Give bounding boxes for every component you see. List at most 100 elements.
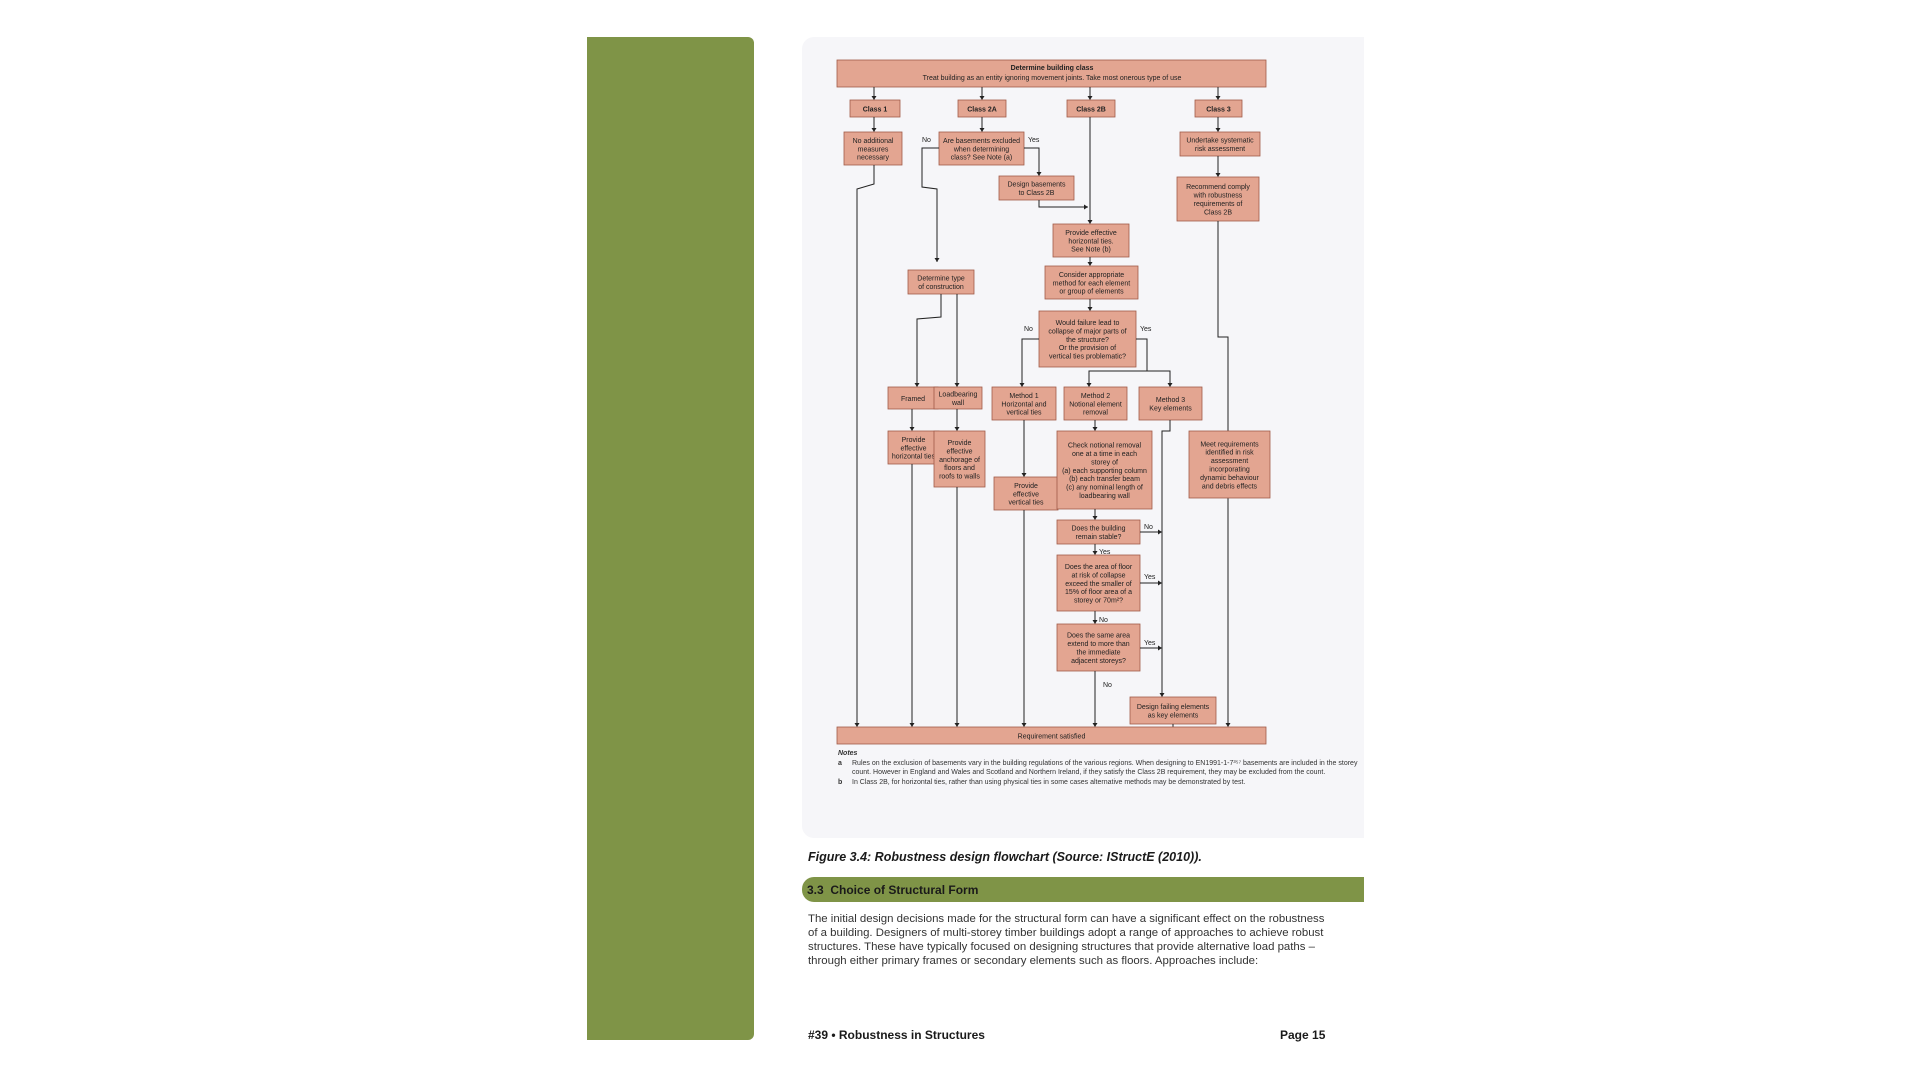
box-method1	[991, 386, 1057, 421]
notes-heading: Notes	[838, 750, 858, 757]
box-provide_anchorage-line: anchorage of	[939, 457, 980, 464]
box-method2-line: removal	[1083, 410, 1108, 417]
box-risk_assess-line: Undertake systematic	[1186, 138, 1254, 145]
box-area_q	[1056, 554, 1141, 612]
arrowhead-class-0	[871, 96, 877, 100]
arrowhead-class-1	[979, 96, 985, 100]
box-provide_anchorage	[933, 430, 986, 488]
box-no_measures-line: measures	[858, 146, 889, 153]
note-b-text: In Class 2B, for horizontal ties, rather…	[852, 778, 1246, 786]
box-provide_anchorage-line: roofs to walls	[939, 474, 980, 481]
box-check_removal-line: (a) each supporting column	[1062, 468, 1147, 475]
label-failure-yes: Yes	[1140, 326, 1152, 333]
arrowhead-c3-down	[1215, 128, 1221, 132]
footer-publication: #39 • Robustness in Structures	[808, 1028, 985, 1042]
box-class1-line: Class 1	[863, 106, 888, 113]
box-no_measures-line: No additional	[853, 138, 894, 145]
label-area-no: No	[1099, 617, 1108, 624]
arrowhead-failure-yes-m3	[1167, 383, 1173, 387]
box-requirement	[836, 726, 1267, 745]
box-consider_method-line: method for each element	[1053, 280, 1130, 287]
box-requirement-line: Requirement satisfied	[1018, 733, 1086, 740]
arrowhead-failure-no-path	[1019, 383, 1025, 387]
connector-tc-to-framed	[916, 294, 942, 387]
arrowhead-c2a-down	[979, 128, 985, 132]
box-recommend-line: requirements of	[1194, 201, 1243, 208]
connector-basements-no-path	[921, 147, 939, 262]
box-area_q-line: storey or 70m²?	[1074, 598, 1123, 605]
box-method1-line: vertical ties	[1006, 410, 1042, 417]
box-type_construction-line: of construction	[918, 284, 964, 291]
box-method1-line: Method 1	[1009, 393, 1038, 400]
box-design_basements-line: Design basements	[1008, 182, 1066, 189]
arrowhead-m2-down	[1092, 427, 1098, 431]
box-class1	[849, 99, 901, 118]
arrowhead-class-2	[1087, 96, 1093, 100]
box-provide_anchorage-line: floors and	[944, 465, 975, 472]
box-failure_q	[1038, 310, 1137, 368]
box-design_basements	[998, 175, 1075, 201]
box-provide_h_ties-line: effective	[901, 445, 927, 452]
arrowhead-framed-down	[909, 427, 915, 431]
connector-basements-yes-path	[1024, 147, 1040, 176]
box-check_removal	[1056, 430, 1153, 510]
box-design_failing-line: Design failing elements	[1137, 704, 1210, 711]
arrowhead-stable-yes-path	[1092, 551, 1098, 555]
box-method3	[1138, 386, 1203, 421]
box-meet_requirements-line: dynamic behaviour	[1200, 475, 1259, 482]
box-horizontal_ties	[1052, 223, 1130, 258]
box-failure_q-line: Or the provision of	[1059, 345, 1116, 352]
section-number: 3.3	[807, 883, 824, 897]
section-header-bar	[802, 877, 1364, 902]
box-area_q-line: at risk of collapse	[1071, 572, 1125, 579]
box-recommend-line: Class 2B	[1204, 209, 1232, 216]
label-area-yes: Yes	[1144, 574, 1156, 581]
box-stable_q-line: Does the building	[1071, 526, 1125, 533]
box-provide_h_ties	[887, 430, 940, 465]
label-failure-no: No	[1024, 326, 1033, 333]
arrowhead-m3-down	[1159, 693, 1165, 697]
connector-m3-down	[1161, 420, 1171, 697]
box-stable_q	[1056, 519, 1141, 545]
label-basements-yes: Yes	[1028, 137, 1040, 144]
figure-notes: Notes a Rules on the exclusion of baseme…	[838, 749, 1358, 787]
box-provide_h_ties-line: horizontal ties	[892, 454, 936, 461]
connector-class3-to-req	[1217, 221, 1229, 727]
box-top	[836, 59, 1267, 88]
box-no_measures	[843, 131, 903, 166]
box-method2-line: Notional element	[1069, 401, 1122, 408]
box-extend_q-line: extend to more than	[1067, 641, 1129, 648]
box-check_removal-line: (c) any nominal length of	[1066, 485, 1143, 492]
box-loadbearing-line: wall	[951, 400, 965, 407]
box-failure_q-line: collapse of major parts of	[1048, 328, 1126, 335]
arrowhead-area-no-path	[1092, 620, 1098, 624]
box-extend_q-line: Does the same area	[1067, 633, 1130, 640]
arrowhead-design-basements-to-2b	[1084, 204, 1088, 210]
box-method3-line: Method 3	[1156, 397, 1185, 404]
arrowhead-consider-to-failure	[1087, 307, 1093, 311]
box-meet_requirements	[1188, 430, 1271, 499]
note-a-text: Rules on the exclusion of basements vary…	[852, 759, 1358, 777]
box-consider_method	[1044, 265, 1139, 300]
box-provide_v_ties-line: Provide	[1014, 483, 1038, 490]
note-b-key: b	[838, 778, 843, 786]
box-risk_assess-line: risk assessment	[1195, 146, 1245, 153]
box-extend_q	[1056, 623, 1141, 672]
box-horizontal_ties-line: Provide effective	[1065, 230, 1117, 237]
arrowhead-m1-down	[1021, 473, 1027, 477]
box-failure_q-line: vertical ties problematic?	[1049, 354, 1126, 361]
box-loadbearing-line: Loadbearing	[939, 392, 978, 399]
arrowhead-extend-no-path	[1092, 723, 1098, 727]
box-basements_q	[938, 131, 1025, 166]
box-class2b-line: Class 2B	[1076, 106, 1106, 113]
box-design_basements-line: to Class 2B	[1019, 190, 1055, 197]
arrowhead-class3-to-req	[1225, 723, 1231, 727]
box-provide_anchorage-line: effective	[947, 448, 973, 455]
note-b: b In Class 2B, for horizontal ties, rath…	[838, 778, 1358, 788]
box-class2a-line: Class 2A	[967, 106, 997, 113]
arrowhead-check-to-stable	[1092, 516, 1098, 520]
label-stable-yes: Yes	[1099, 549, 1111, 556]
box-provide_h_ties-line: Provide	[902, 437, 926, 444]
section-title-text: Choice of Structural Form	[830, 883, 979, 897]
